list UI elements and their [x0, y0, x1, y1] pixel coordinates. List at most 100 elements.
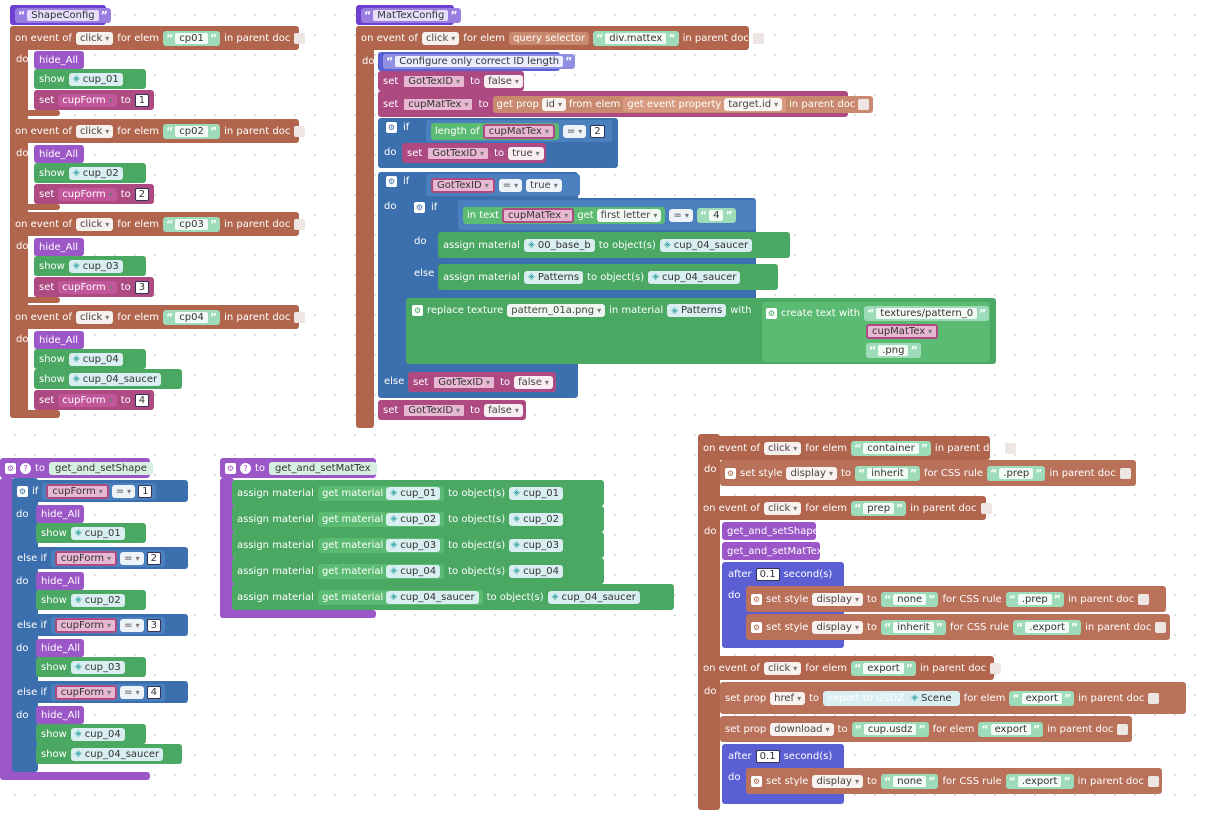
- help-icon[interactable]: ?: [20, 462, 31, 474]
- set-style-block[interactable]: ⚙set styledisplayto“none”for CSS rule“.p…: [746, 586, 1166, 612]
- gear-icon[interactable]: ⚙: [751, 775, 762, 787]
- var-dropdown[interactable]: GotTexID: [432, 374, 497, 390]
- number[interactable]: 1: [138, 484, 153, 498]
- set-block[interactable]: setcupFormto4: [34, 390, 154, 410]
- checkbox[interactable]: [294, 32, 306, 44]
- show-block[interactable]: show◈cup_01: [34, 69, 146, 89]
- set-block[interactable]: setcupFormto2: [34, 184, 154, 204]
- hide-all-call[interactable]: hide_All: [36, 505, 84, 523]
- set-gottexid-false-else[interactable]: setGotTexIDtofalse: [408, 372, 556, 392]
- number[interactable]: 0.1: [755, 750, 780, 763]
- event-dropdown[interactable]: click: [421, 31, 460, 45]
- elem-text[interactable]: cp04: [175, 311, 208, 323]
- scene-dropdown[interactable]: Scene: [921, 692, 952, 704]
- object-name[interactable]: cup_04_saucer: [400, 591, 475, 603]
- object-name[interactable]: cup_03: [523, 539, 560, 551]
- object-name[interactable]: cup_01: [400, 487, 437, 499]
- checkbox[interactable]: [1155, 621, 1167, 633]
- elem-text[interactable]: container: [863, 442, 919, 454]
- object-name[interactable]: cup_01: [84, 527, 121, 539]
- elem-text[interactable]: prep: [863, 502, 895, 514]
- object-name[interactable]: cup_04_saucer: [82, 373, 158, 385]
- object-name[interactable]: cup_04_saucer: [673, 239, 749, 251]
- shapeconfig-event-2[interactable]: on event ofclickfor elem“cp02”in parent …: [10, 119, 306, 143]
- bool-dropdown[interactable]: false: [484, 74, 523, 88]
- event-prep[interactable]: on event ofclickfor elem“prep”in parent …: [698, 496, 992, 520]
- css-rule[interactable]: .export: [1017, 775, 1062, 787]
- css-rule[interactable]: .prep: [1017, 593, 1052, 605]
- object-name[interactable]: cup_03: [84, 661, 121, 673]
- var-dropdown[interactable]: cupForm: [46, 483, 109, 499]
- shapeconfig-event-3[interactable]: on event ofclickfor elem“cp03”in parent …: [10, 212, 306, 236]
- query-selector-block[interactable]: query selector: [509, 31, 590, 45]
- var-dropdown[interactable]: cupForm: [58, 393, 117, 407]
- number[interactable]: 2: [146, 551, 161, 565]
- checkbox[interactable]: [1148, 692, 1160, 704]
- object-name[interactable]: cup_02: [400, 513, 437, 525]
- css-rule[interactable]: .export: [1025, 621, 1069, 633]
- event-prop-dropdown[interactable]: target.id: [724, 97, 783, 111]
- hide-all-call[interactable]: hide_All: [36, 639, 84, 657]
- object-name[interactable]: cup_02: [84, 594, 121, 606]
- object-name[interactable]: cup_03: [82, 260, 119, 272]
- gear-icon[interactable]: ⚙: [725, 467, 736, 479]
- var-dropdown[interactable]: cupMatTex: [402, 96, 475, 112]
- object-name[interactable]: cup_03: [400, 539, 437, 551]
- css-rule[interactable]: .prep: [999, 467, 1034, 479]
- number[interactable]: 3: [134, 280, 150, 294]
- compare-block[interactable]: in textcupMatTexgetfirst letter=“4”: [458, 200, 756, 230]
- checkbox[interactable]: [980, 502, 992, 514]
- comment-block[interactable]: “Configure only correct ID length”: [378, 52, 576, 71]
- object-name[interactable]: cup_01: [82, 73, 119, 85]
- var-dropdown[interactable]: cupMatTex: [482, 123, 555, 139]
- style-value[interactable]: none: [893, 593, 927, 605]
- style-dropdown[interactable]: display: [812, 592, 863, 606]
- object-name[interactable]: cup_04: [523, 565, 560, 577]
- operator-dropdown[interactable]: =: [498, 178, 523, 192]
- var-dropdown[interactable]: cupForm: [54, 617, 118, 633]
- number[interactable]: 0.1: [755, 568, 780, 581]
- var-dropdown[interactable]: cupForm: [54, 550, 118, 566]
- var-dropdown[interactable]: cupForm: [54, 684, 118, 700]
- number[interactable]: 4: [146, 685, 161, 699]
- operator-dropdown[interactable]: =: [562, 124, 587, 138]
- hide-all-call[interactable]: hide_All: [34, 331, 84, 349]
- gear-icon[interactable]: ⚙: [386, 122, 397, 133]
- bool-dropdown[interactable]: true: [526, 178, 562, 192]
- set-block[interactable]: setcupFormto1: [34, 90, 154, 110]
- position-dropdown[interactable]: first letter: [596, 208, 662, 222]
- event-container[interactable]: on event ofclickfor elem“container”in pa…: [698, 436, 1017, 460]
- comment-text[interactable]: Configure only correct ID length: [395, 55, 564, 67]
- event-dropdown[interactable]: click: [75, 31, 114, 45]
- elem-text[interactable]: cp03: [175, 218, 208, 230]
- event-dropdown[interactable]: click: [75, 310, 114, 324]
- event-dropdown[interactable]: click: [75, 217, 114, 231]
- selector-text[interactable]: div.mattex: [605, 32, 667, 44]
- checkbox[interactable]: [294, 125, 306, 137]
- set-style-block[interactable]: ⚙set styledisplayto“inherit”for CSS rule…: [720, 460, 1136, 486]
- gear-icon[interactable]: ⚙: [766, 308, 777, 319]
- ext-text[interactable]: .png: [878, 345, 909, 356]
- style-value[interactable]: none: [893, 775, 927, 787]
- show-block[interactable]: show◈cup_02: [36, 590, 146, 610]
- object-name[interactable]: cup_04: [400, 565, 437, 577]
- help-icon[interactable]: ?: [240, 462, 251, 474]
- set-style-block[interactable]: ⚙set styledisplayto“none”for CSS rule“.e…: [746, 768, 1162, 794]
- material-name[interactable]: 00_base_b: [537, 239, 591, 251]
- elem-text[interactable]: cp01: [175, 32, 208, 44]
- compare-block[interactable]: GotTexID=true: [426, 174, 580, 196]
- var-dropdown[interactable]: cupForm: [58, 187, 117, 201]
- event-dropdown[interactable]: click: [763, 441, 802, 455]
- prop-dropdown[interactable]: download: [770, 722, 834, 736]
- material-name[interactable]: Patterns: [681, 305, 723, 316]
